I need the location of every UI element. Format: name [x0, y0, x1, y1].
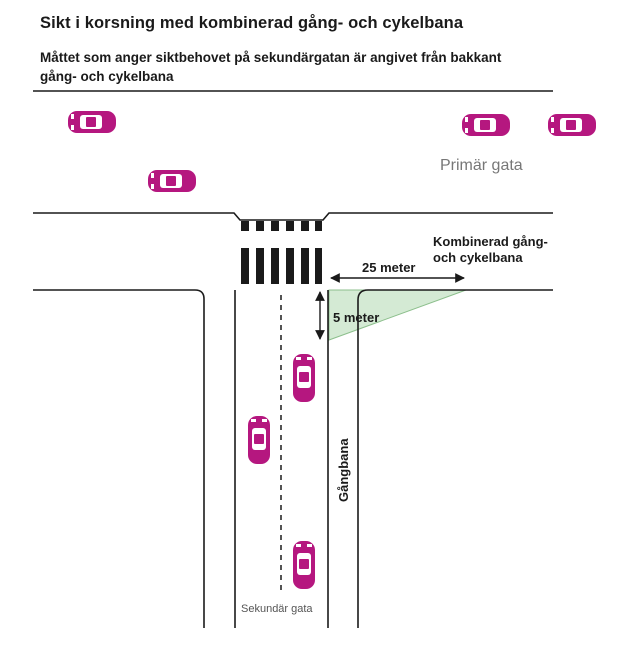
- crosswalk-main: [241, 248, 322, 284]
- diagram-title: Sikt i korsning med kombinerad gång- och…: [40, 14, 464, 32]
- car-icon: [293, 354, 315, 402]
- sidewalk-outer-curb: [357, 289, 553, 628]
- sidewalk-label: Gångbana: [336, 438, 351, 502]
- combined-path-label-line2: och cykelbana: [433, 250, 523, 265]
- car-icon: [248, 416, 270, 464]
- distance-25-label: 25 meter: [362, 260, 415, 275]
- car-icon: [293, 541, 315, 589]
- diagram-subtitle: Måttet som anger siktbehovet på sekundär…: [40, 50, 502, 84]
- car-icon: [548, 114, 596, 136]
- car-icon: [148, 170, 196, 192]
- car-icon: [68, 111, 116, 133]
- primary-street-curb: [33, 212, 553, 221]
- secondary-left-curb: [33, 289, 205, 628]
- secondary-street-label: Sekundär gata: [241, 603, 313, 615]
- crosswalk-upper: [241, 221, 322, 231]
- combined-path-label-line1: Kombinerad gång-: [433, 234, 548, 249]
- distance-5-label: 5 meter: [333, 310, 379, 325]
- primary-street-label: Primär gata: [440, 157, 523, 174]
- car-icon: [462, 114, 510, 136]
